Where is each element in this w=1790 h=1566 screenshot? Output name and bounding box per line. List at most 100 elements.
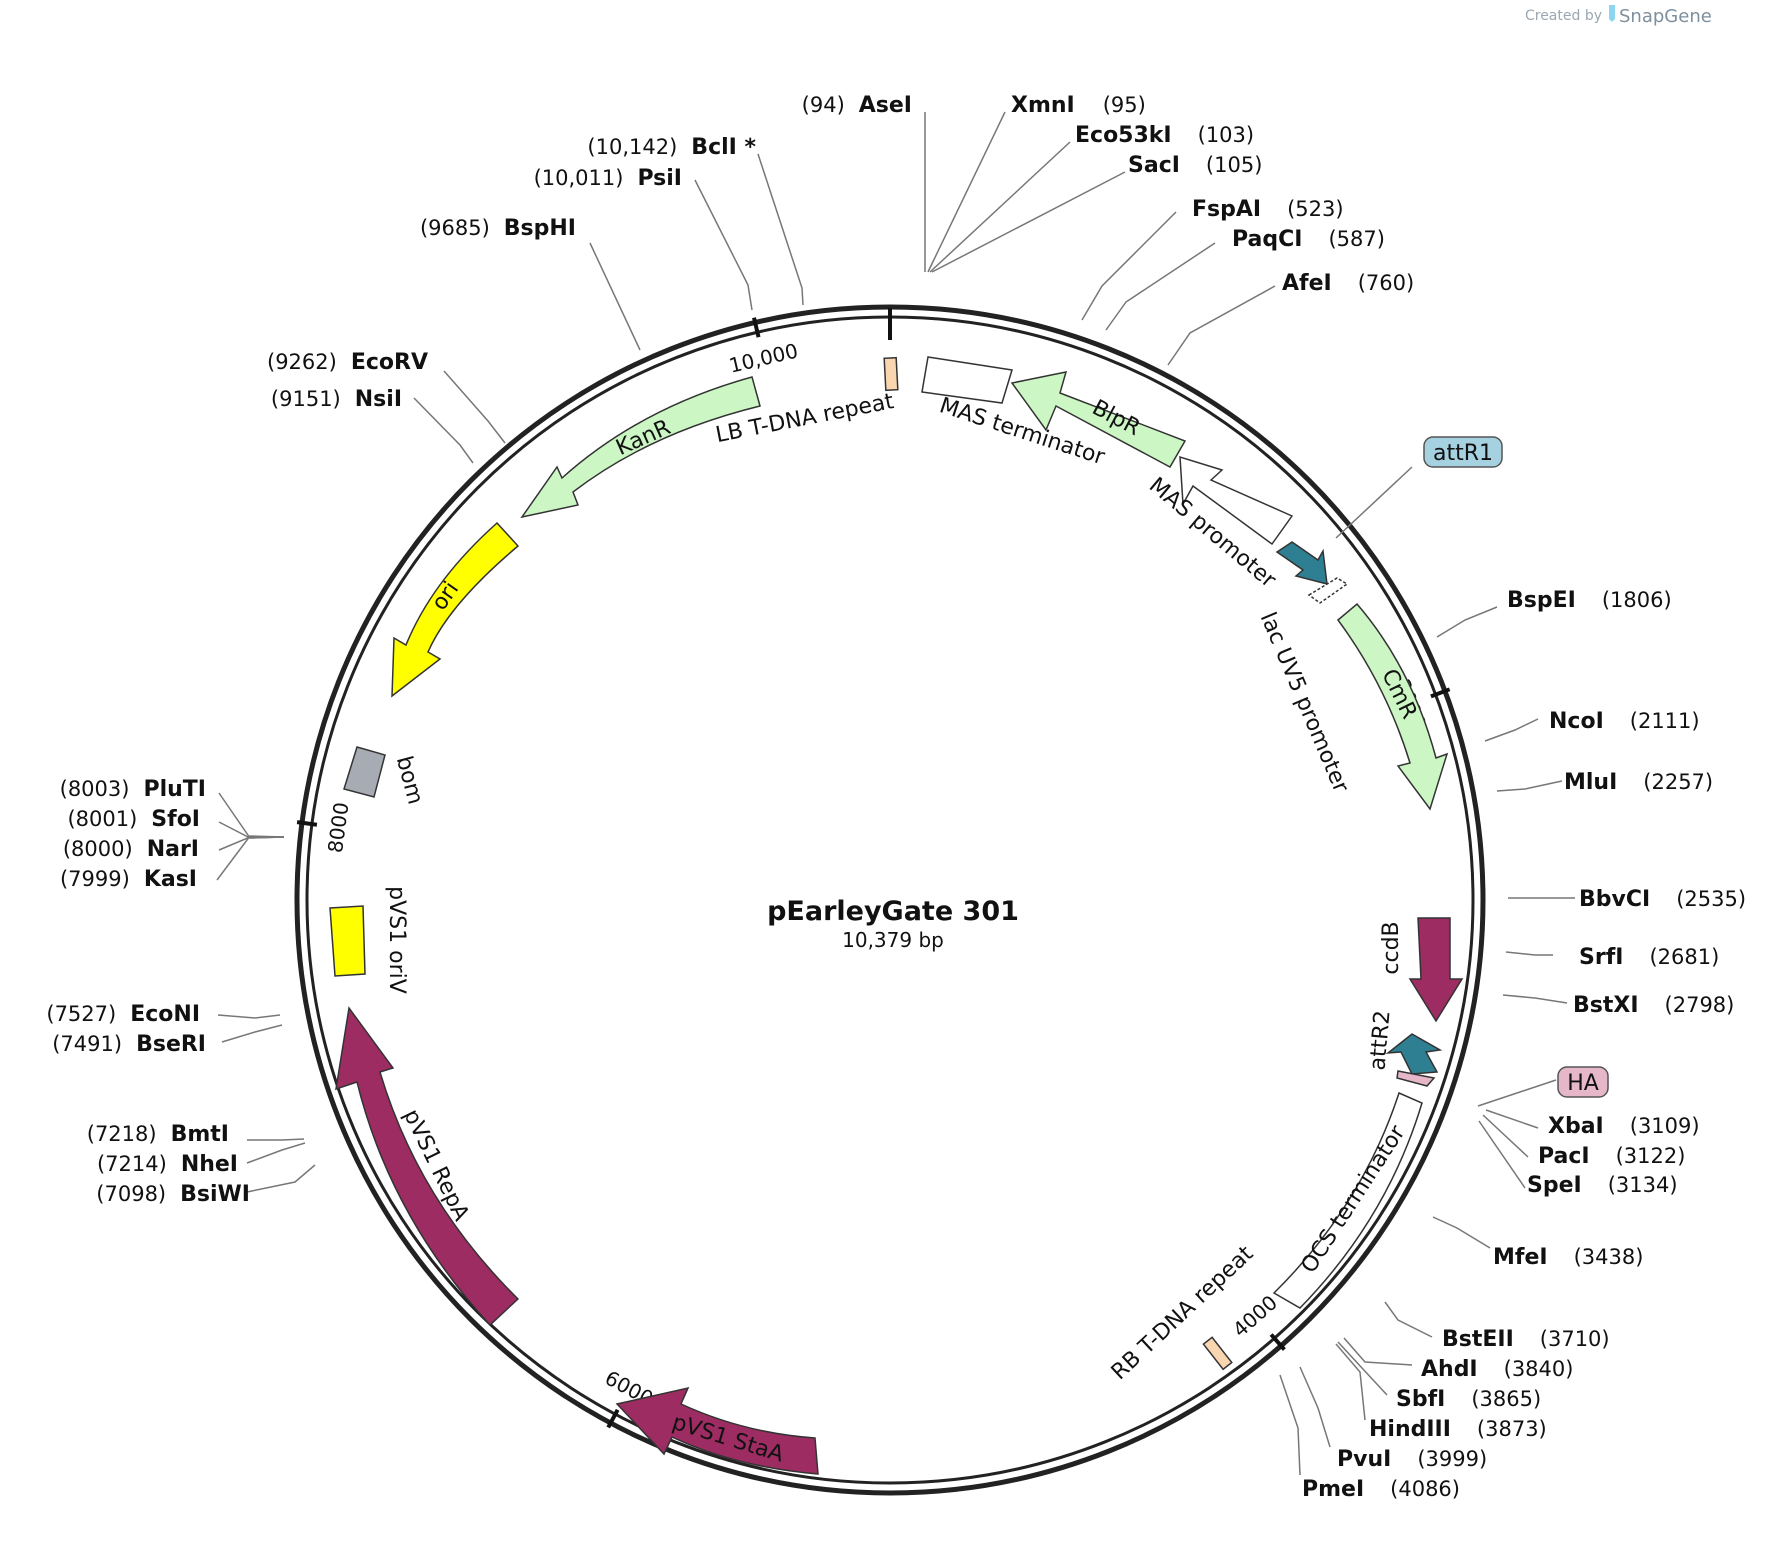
backbone-outer-circle [294, 304, 1486, 1496]
feature-pvs1-repa-arrow[interactable] [335, 1006, 520, 1327]
tick-mark-2 [606, 1408, 620, 1429]
site-xbai[interactable]: XbaI(3109) [1548, 1114, 1700, 1139]
site-bsteii[interactable]: BstEII(3710) [1442, 1327, 1610, 1352]
site-bbvci[interactable]: BbvCI(2535) [1579, 887, 1746, 912]
site-pvui[interactable]: PvuI(3999) [1337, 1447, 1487, 1472]
site-bmti[interactable]: (7218)BmtI [87, 1122, 229, 1147]
site-leaders [216, 111, 1575, 1476]
site-nsii[interactable]: (9151)NsiI [271, 387, 402, 412]
site-fspai[interactable]: FspAI(523) [1192, 197, 1344, 222]
leader-nari [218, 836, 284, 851]
feature-ori-arrow[interactable] [391, 521, 520, 698]
feature-pvs1-staa-arrow[interactable] [615, 1386, 819, 1475]
site-kasi[interactable]: (7999)KasI [60, 867, 197, 892]
feature-label-attr1: attR1 [1433, 441, 1493, 466]
feature-ccdb-arrow[interactable] [1408, 917, 1464, 1023]
feature-label-attr2: attR2 [1365, 1009, 1395, 1071]
feature-attr2-arrow[interactable] [1385, 1033, 1443, 1075]
leader-bseri [221, 1024, 283, 1043]
leader-fspai [1081, 211, 1177, 321]
site-sbfi[interactable]: SbfI(3865) [1396, 1387, 1541, 1412]
leader-bcli [757, 153, 804, 306]
site-mfei[interactable]: MfeI(3438) [1493, 1245, 1643, 1270]
site-hindiii[interactable]: HindIII(3873) [1369, 1417, 1547, 1442]
tick-mark-0 [1430, 687, 1451, 699]
site-asei[interactable]: (94)AseI [802, 93, 912, 118]
site-xmni[interactable]: XmnI(95) [1011, 93, 1146, 118]
site-srfi[interactable]: SrfI(2681) [1579, 945, 1719, 970]
site-bsiwi[interactable]: (7098)BsiWI [96, 1182, 250, 1207]
snapgene-credit: Created by SnapGene [1525, 5, 1712, 27]
feature-bom[interactable] [343, 746, 386, 798]
site-sfoi[interactable]: (8001)SfoI [67, 807, 200, 832]
site-pmei[interactable]: PmeI(4086) [1302, 1477, 1460, 1502]
site-mlui[interactable]: MluI(2257) [1564, 770, 1713, 795]
site-pluti[interactable]: (8003)PluTI [60, 777, 206, 802]
feature-label-pvs1-oriv: pVS1 oriV [384, 886, 409, 994]
plasmid-title-block: pEarleyGate 301 10,379 bp [767, 896, 1019, 952]
credit-text: Created by [1525, 8, 1602, 24]
leader-bsphi [589, 242, 641, 351]
leader-econi [217, 1014, 281, 1019]
site-bspei[interactable]: BspEI(1806) [1507, 588, 1672, 613]
leader-xbai [1485, 1109, 1539, 1129]
leader-psii [694, 179, 753, 311]
site-paqci[interactable]: PaqCI(587) [1232, 227, 1385, 252]
site-psii[interactable]: (10,011)PsiI [534, 166, 682, 191]
feature-rb-tdna-repeat[interactable] [1202, 1336, 1233, 1371]
leader-hindiii [1335, 1343, 1366, 1421]
site-paci[interactable]: PacI(3122) [1538, 1144, 1685, 1169]
site-afei[interactable]: AfeI(760) [1282, 271, 1414, 296]
leader-pluti [218, 792, 285, 839]
feature-mas-terminator[interactable] [921, 356, 1013, 404]
leader-saci [931, 171, 1126, 273]
site-ahdi[interactable]: AhdI(3840) [1421, 1357, 1573, 1382]
feature-blpr-arrow[interactable] [1010, 371, 1187, 469]
site-econi[interactable]: (7527)EcoNI [46, 1002, 200, 1027]
plasmid-name: pEarleyGate 301 [767, 896, 1019, 927]
feature-label-ha: HA [1567, 1071, 1599, 1096]
site-ecorv[interactable]: (9262)EcoRV [267, 350, 428, 375]
tick-label-1: 4000 [1228, 1290, 1282, 1342]
leader-bmti [247, 1138, 305, 1141]
feature-label-rb-tdna-repeat: RB T-DNA repeat [1107, 1241, 1259, 1385]
leader-paci [1482, 1114, 1529, 1158]
feature-cmr-arrow[interactable] [1336, 602, 1449, 811]
site-bseri[interactable]: (7491)BseRI [52, 1032, 206, 1057]
leader-sbfi [1337, 1341, 1388, 1396]
site-bsphi[interactable]: (9685)BspHI [420, 216, 576, 241]
site-saci[interactable]: SacI(105) [1128, 153, 1262, 178]
site-bcli[interactable]: (10,142)BclI * [587, 135, 756, 160]
leader-bstxi [1502, 994, 1568, 1004]
feature-lac-uv5-promoter[interactable] [1307, 577, 1349, 604]
site-ncoi[interactable]: NcoI(2111) [1549, 709, 1700, 734]
feature-tag-attr1[interactable] [1423, 436, 1503, 468]
leader-attr1 [1335, 466, 1413, 539]
feature-lb-tdna-repeat[interactable] [883, 356, 899, 392]
leader-spei [1478, 1120, 1526, 1189]
feature-mas-promoter-arrow[interactable] [1179, 455, 1294, 546]
site-bstxi[interactable]: BstXI(2798) [1573, 993, 1734, 1018]
feature-ha[interactable] [1396, 1070, 1436, 1087]
leader-bspei [1436, 606, 1498, 638]
feature-label-lac-uv5-promoter: lac UV5 promoter [1255, 609, 1354, 797]
leader-ecorv [443, 370, 506, 444]
feature-tag-ha[interactable] [1557, 1066, 1609, 1098]
site-labels: (94)AseI XmnI(95) Eco53kI(103) SacI(105)… [46, 93, 1746, 1502]
feature-kanr-arrow[interactable] [520, 376, 761, 519]
brand-text: SnapGene [1619, 6, 1712, 27]
plasmid-length: 10,379 bp [842, 928, 944, 952]
leader-ahdi [1343, 1337, 1413, 1366]
site-eco53ki[interactable]: Eco53kI(103) [1075, 123, 1254, 148]
feature-ocs-terminator[interactable] [1272, 1091, 1423, 1309]
site-nhei[interactable]: (7214)NheI [97, 1152, 238, 1177]
feature-attr1-arrow[interactable] [1275, 541, 1328, 586]
feature-pvs1-oriv[interactable] [329, 905, 366, 977]
tick-label-4: 10,000 [727, 338, 801, 377]
leader-mfei [1432, 1216, 1491, 1249]
site-nari[interactable]: (8000)NarI [63, 837, 199, 862]
leader-ha [1477, 1079, 1557, 1107]
site-spei[interactable]: SpeI(3134) [1527, 1173, 1678, 1198]
leader-bsiwi [246, 1164, 316, 1193]
